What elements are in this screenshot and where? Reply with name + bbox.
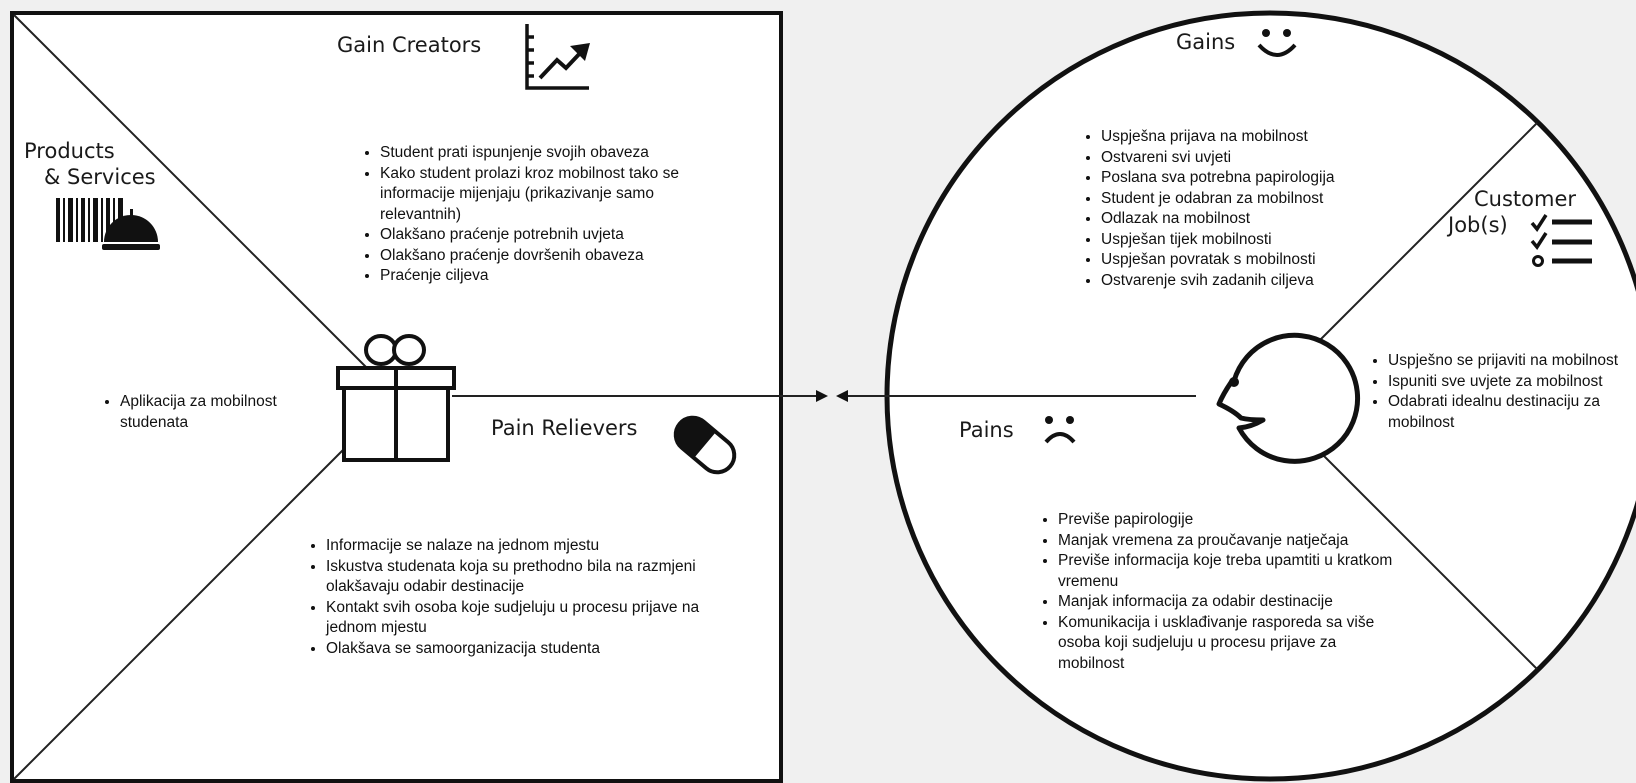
- gain-creators-title: Gain Creators: [337, 33, 482, 57]
- profile-divider-upper: [1309, 122, 1538, 351]
- frown-icon: [1044, 416, 1076, 444]
- list-item: Odabrati idealnu destinaciju za mobilnos…: [1388, 392, 1636, 433]
- list-item: Odlazak na mobilnost: [1101, 209, 1391, 230]
- list-item: Poslana sva potrebna papirologija: [1101, 168, 1391, 189]
- list-item: Iskustva studenata koja su prethodno bil…: [326, 557, 731, 598]
- profile-divider-lower: [1309, 441, 1538, 670]
- pains-list: Previše papirologije Manjak vremena za p…: [1032, 510, 1398, 674]
- customer-jobs-list: Uspješno se prijaviti na mobilnost Ispun…: [1362, 351, 1636, 433]
- products-services-list: Aplikacija za mobilnost studenata: [94, 392, 300, 433]
- list-item: Ostvarenje svih zadanih ciljeva: [1101, 271, 1391, 292]
- pains-title: Pains: [959, 418, 1014, 442]
- list-item: Olakšano praćenje dovršenih obaveza: [380, 246, 720, 267]
- list-item: Student prati ispunjenje svojih obaveza: [380, 143, 720, 164]
- value-map-divider-upper: [13, 14, 371, 372]
- pill-icon: [673, 415, 737, 475]
- customer-jobs-title-line1: Customer: [1474, 187, 1577, 211]
- customer-jobs-title: Customer Job(s): [1448, 186, 1586, 238]
- list-item: Ostvareni svi uvjeti: [1101, 148, 1391, 169]
- smile-icon: [1257, 29, 1297, 57]
- list-item: Olakšano praćenje potrebnih uvjeta: [380, 225, 720, 246]
- list-item: Manjak vremena za proučavanje natječaja: [1058, 531, 1398, 552]
- pain-relievers-title: Pain Relievers: [491, 416, 638, 440]
- list-item: Ispuniti sve uvjete za mobilnost: [1388, 372, 1636, 393]
- list-item: Previše informacija koje treba upamtiti …: [1058, 551, 1398, 592]
- products-services-title: Products & Services: [24, 138, 156, 190]
- list-item: Praćenje ciljeva: [380, 266, 720, 287]
- customer-jobs-title-line2: Job(s): [1448, 213, 1508, 237]
- list-item: Informacije se nalaze na jednom mjestu: [326, 536, 731, 557]
- list-item: Aplikacija za mobilnost studenata: [120, 392, 300, 433]
- arrow-right-head: [816, 390, 828, 402]
- list-item: Uspješan tijek mobilnosti: [1101, 230, 1391, 251]
- pain-relievers-list: Informacije se nalaze na jednom mjestu I…: [300, 536, 731, 659]
- list-item: Kako student prolazi kroz mobilnost tako…: [380, 164, 720, 226]
- products-services-title-line2: & Services: [44, 165, 156, 189]
- checklist-icon: [1530, 214, 1592, 267]
- gains-title: Gains: [1176, 30, 1236, 54]
- arrow-left-head: [836, 390, 848, 402]
- list-item: Kontakt svih osoba koje sudjeluju u proc…: [326, 598, 731, 639]
- list-item: Previše papirologije: [1058, 510, 1398, 531]
- list-item: Uspješna prijava na mobilnost: [1101, 127, 1391, 148]
- list-item: Student je odabran za mobilnost: [1101, 189, 1391, 210]
- value-map-divider-lower: [13, 446, 347, 780]
- gain-creators-list: Student prati ispunjenje svojih obaveza …: [354, 143, 720, 287]
- list-item: Uspješan povratak s mobilnosti: [1101, 250, 1391, 271]
- list-item: Komunikacija i usklađivanje rasporeda sa…: [1058, 613, 1398, 675]
- gains-list: Uspješna prijava na mobilnost Ostvareni …: [1075, 127, 1391, 291]
- barcode-service-bell-icon: [56, 198, 160, 250]
- gift-icon: [336, 334, 456, 462]
- list-item: Manjak informacija za odabir destinacije: [1058, 592, 1398, 613]
- list-item: Olakšava se samoorganizacija studenta: [326, 639, 731, 660]
- products-services-title-line1: Products: [24, 139, 115, 163]
- chart-up-icon: [525, 24, 590, 90]
- face-icon: [1216, 332, 1360, 464]
- list-item: Uspješno se prijaviti na mobilnost: [1388, 351, 1636, 372]
